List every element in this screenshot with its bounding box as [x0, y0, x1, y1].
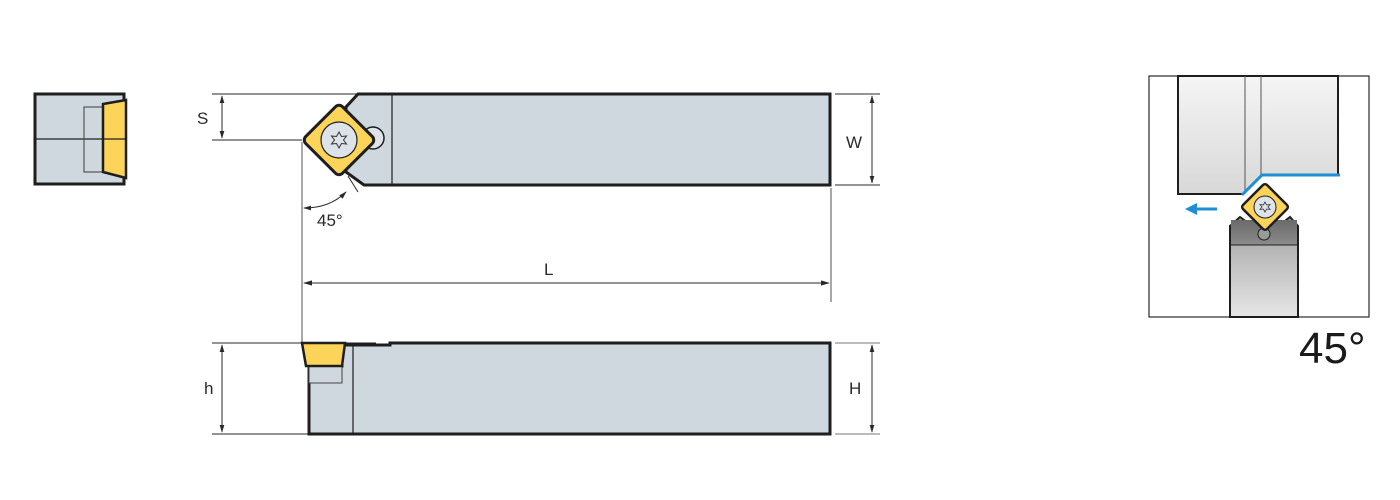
side-view-body [307, 341, 832, 436]
label-hh: H [849, 379, 861, 398]
side-view: h H [204, 341, 880, 436]
machined-path [1240, 173, 1340, 197]
label-h: h [204, 379, 213, 398]
application-torx-screw-icon [1253, 195, 1277, 219]
side-view-shim [308, 365, 343, 384]
label-l: L [544, 260, 553, 279]
top-view: S 45° W L [197, 92, 880, 345]
end-view [33, 92, 128, 186]
label-approach-angle: 45° [317, 211, 343, 230]
top-view-body [344, 92, 832, 187]
label-application-angle: 45° [1299, 324, 1366, 373]
angle-ref-line [347, 175, 359, 193]
torx-screw-icon [320, 121, 358, 159]
side-view-insert [300, 341, 347, 368]
application-view: 45° [1148, 75, 1370, 373]
label-w: W [846, 133, 862, 152]
torx-star-icon [330, 130, 348, 150]
application-torx-star-icon [1259, 201, 1271, 213]
label-s: S [197, 109, 208, 128]
feed-arrow-head [1185, 203, 1197, 215]
angle-arc [303, 191, 347, 211]
